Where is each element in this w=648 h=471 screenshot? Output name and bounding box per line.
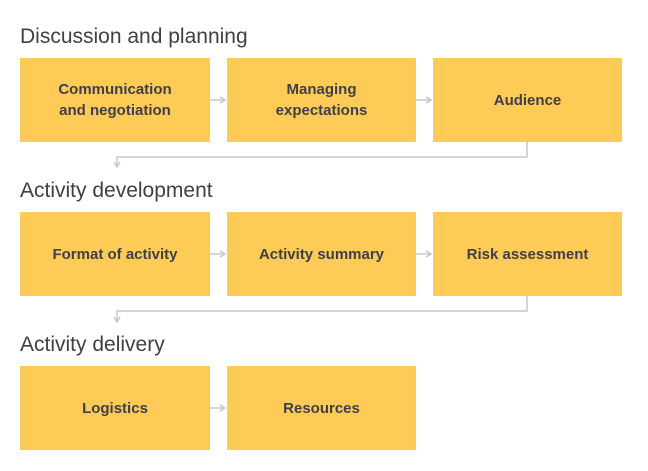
step-label: Logistics (82, 399, 148, 417)
step-label: Managing expectations (275, 81, 368, 119)
step-managing-expectations: Managing expectations (227, 58, 416, 142)
step-audience: Audience (433, 58, 622, 142)
step-label: Resources (283, 399, 360, 417)
step-label: Communication and negotiation (58, 81, 172, 119)
connector-section1-to-section2 (113, 142, 528, 169)
section-title-activity-development: Activity development (20, 179, 213, 202)
step-risk-assessment: Risk assessment (433, 212, 622, 296)
step-communication-negotiation: Communication and negotiation (20, 58, 210, 142)
step-format-of-activity: Format of activity (20, 212, 210, 296)
step-resources: Resources (227, 366, 416, 450)
section-title-discussion-planning: Discussion and planning (20, 25, 248, 48)
step-activity-summary: Activity summary (227, 212, 416, 296)
step-label: Format of activity (52, 245, 178, 263)
section-title-activity-delivery: Activity delivery (20, 333, 165, 356)
step-label: Activity summary (258, 245, 385, 263)
step-label: Risk assessment (466, 245, 589, 263)
step-label: Audience (493, 91, 562, 109)
connector-section2-to-section3 (113, 296, 528, 324)
step-logistics: Logistics (20, 366, 210, 450)
